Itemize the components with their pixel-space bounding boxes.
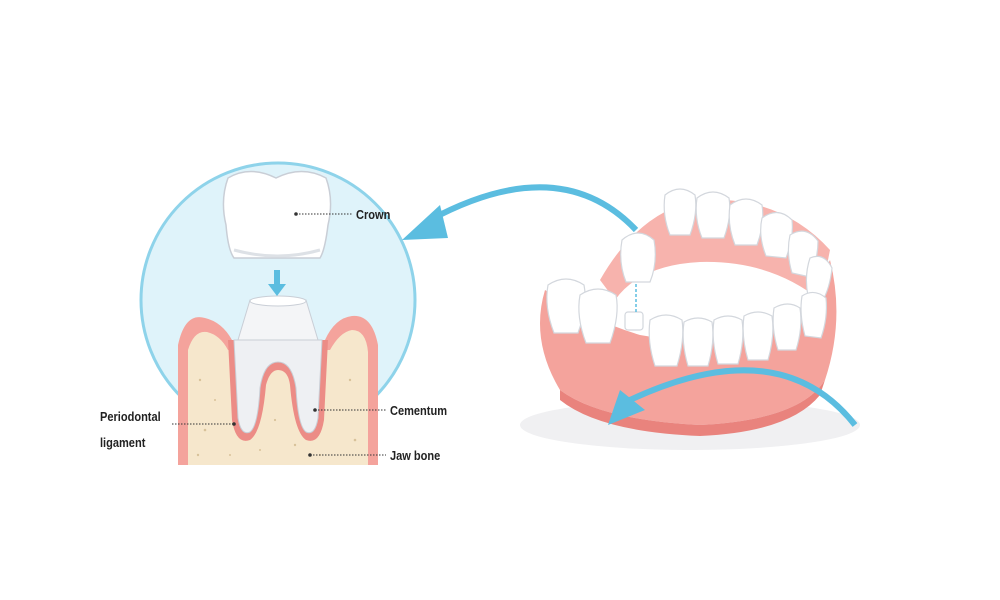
teeth bbox=[546, 188, 833, 367]
label-jaw-bone: Jaw bone bbox=[390, 448, 441, 463]
implant-stump bbox=[624, 311, 644, 331]
cross-section-illustration: Crown Cementum Periodontal ligament Jaw … bbox=[100, 161, 447, 465]
curved-arrow-icon bbox=[402, 184, 639, 240]
tooth-root bbox=[233, 339, 323, 434]
floating-crown bbox=[620, 232, 656, 283]
crown-cap bbox=[222, 170, 332, 259]
label-cementum: Cementum bbox=[390, 403, 447, 418]
label-crown: Crown bbox=[356, 207, 390, 222]
down-arrow-icon bbox=[268, 270, 286, 296]
label-ligament: ligament bbox=[100, 435, 145, 450]
label-periodontal: Periodontal bbox=[100, 409, 161, 424]
jaw-illustration bbox=[520, 188, 860, 450]
curved-arrow-bottom-icon bbox=[608, 367, 858, 427]
